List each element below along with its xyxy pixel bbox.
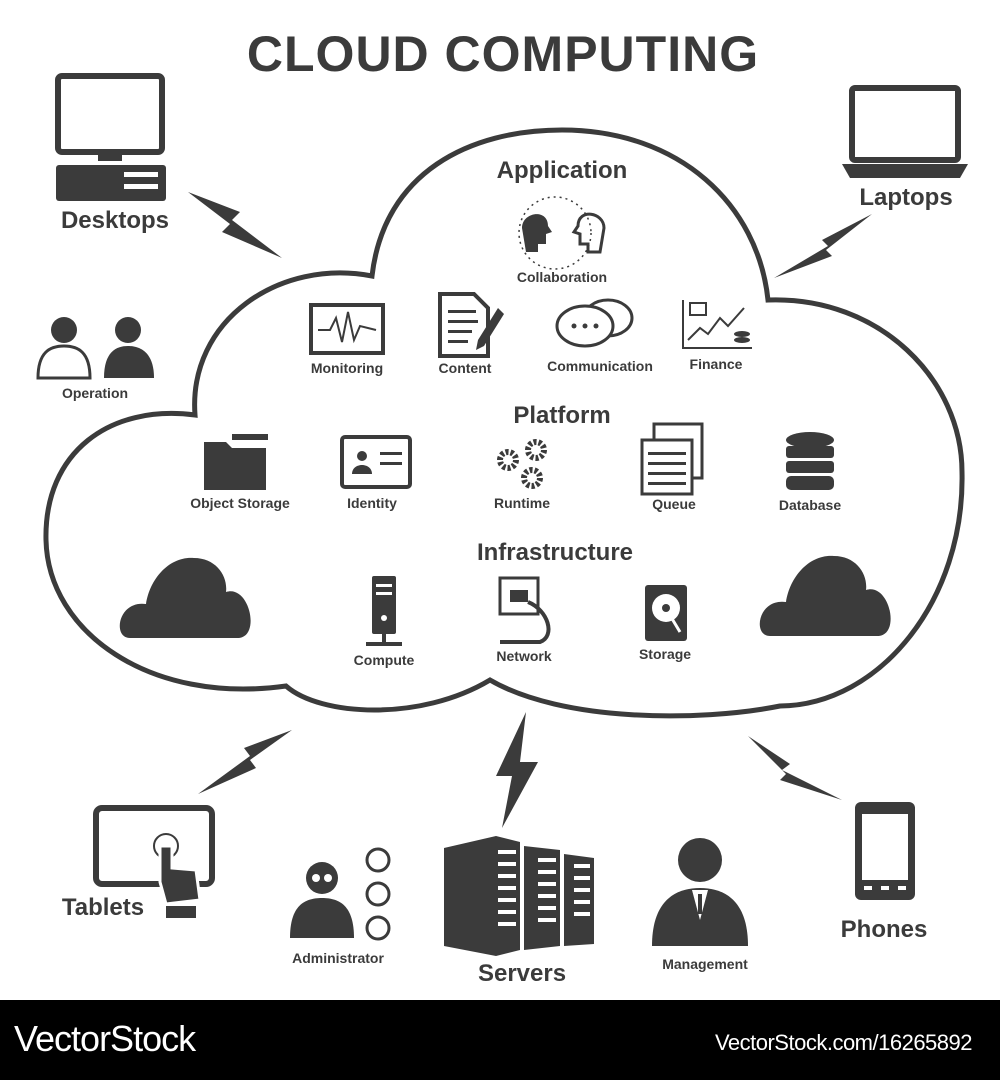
desktops-label: Desktops	[60, 207, 170, 234]
watermark-footer: VectorStock VectorStock.com/16265892	[0, 1000, 1000, 1080]
desktop-icon	[55, 73, 166, 201]
finance-label: Finance	[689, 356, 743, 372]
runtime-gears-icon	[497, 439, 547, 489]
cloud-icon	[119, 557, 251, 639]
administrator-label: Administrator	[292, 950, 384, 966]
compute-label: Compute	[353, 652, 415, 668]
laptop-icon	[842, 85, 968, 178]
lightning-icon	[496, 712, 538, 828]
identity-label: Identity	[347, 495, 397, 511]
communication-label: Communication	[547, 358, 653, 374]
servers-label: Servers	[477, 960, 567, 987]
queue-icon	[640, 422, 704, 496]
administrator-icon	[290, 847, 391, 941]
laptops-label: Laptops	[859, 184, 953, 211]
monitoring-icon	[309, 303, 385, 355]
operation-icon	[36, 317, 154, 380]
server-racks-icon	[444, 836, 594, 956]
application-heading: Application	[496, 157, 628, 184]
platform-heading: Platform	[513, 402, 611, 429]
content-label: Content	[438, 360, 492, 376]
phones-label: Phones	[840, 916, 928, 943]
database-label: Database	[778, 497, 842, 513]
tablet-touch-icon	[93, 805, 215, 918]
lightning-icon	[198, 730, 292, 794]
operation-label: Operation	[61, 385, 129, 401]
cloud-icon	[759, 555, 891, 637]
management-person-icon	[652, 838, 748, 946]
main-cloud-outline	[43, 127, 965, 719]
page-title: CLOUD COMPUTING	[246, 26, 760, 82]
management-label: Management	[662, 956, 748, 972]
identity-icon	[340, 435, 412, 489]
footer-url: VectorStock.com/16265892	[714, 1030, 973, 1055]
hard-drive-icon	[645, 585, 687, 641]
network-icon	[498, 576, 551, 644]
collaboration-label: Collaboration	[516, 269, 608, 285]
lightning-icon	[748, 736, 842, 800]
storage-label: Storage	[638, 646, 692, 662]
diagram-art	[36, 73, 968, 956]
tablets-label: Tablets	[61, 894, 145, 921]
infrastructure-heading: Infrastructure	[476, 539, 634, 566]
object-storage-label: Object Storage	[190, 495, 290, 511]
database-icon	[786, 432, 834, 490]
content-icon	[438, 292, 504, 358]
object-storage-icon	[204, 434, 268, 490]
footer-brand: VectorStock	[14, 1018, 196, 1059]
network-label: Network	[496, 648, 552, 664]
lightning-icon	[774, 214, 872, 278]
queue-label: Queue	[652, 496, 696, 512]
lightning-icon	[188, 192, 282, 258]
compute-server-icon	[366, 576, 402, 646]
runtime-label: Runtime	[494, 495, 550, 511]
collaboration-icon	[518, 196, 606, 270]
smartphone-icon	[855, 802, 915, 900]
communication-icon	[555, 298, 634, 348]
monitoring-label: Monitoring	[310, 360, 384, 376]
finance-icon	[682, 300, 752, 349]
